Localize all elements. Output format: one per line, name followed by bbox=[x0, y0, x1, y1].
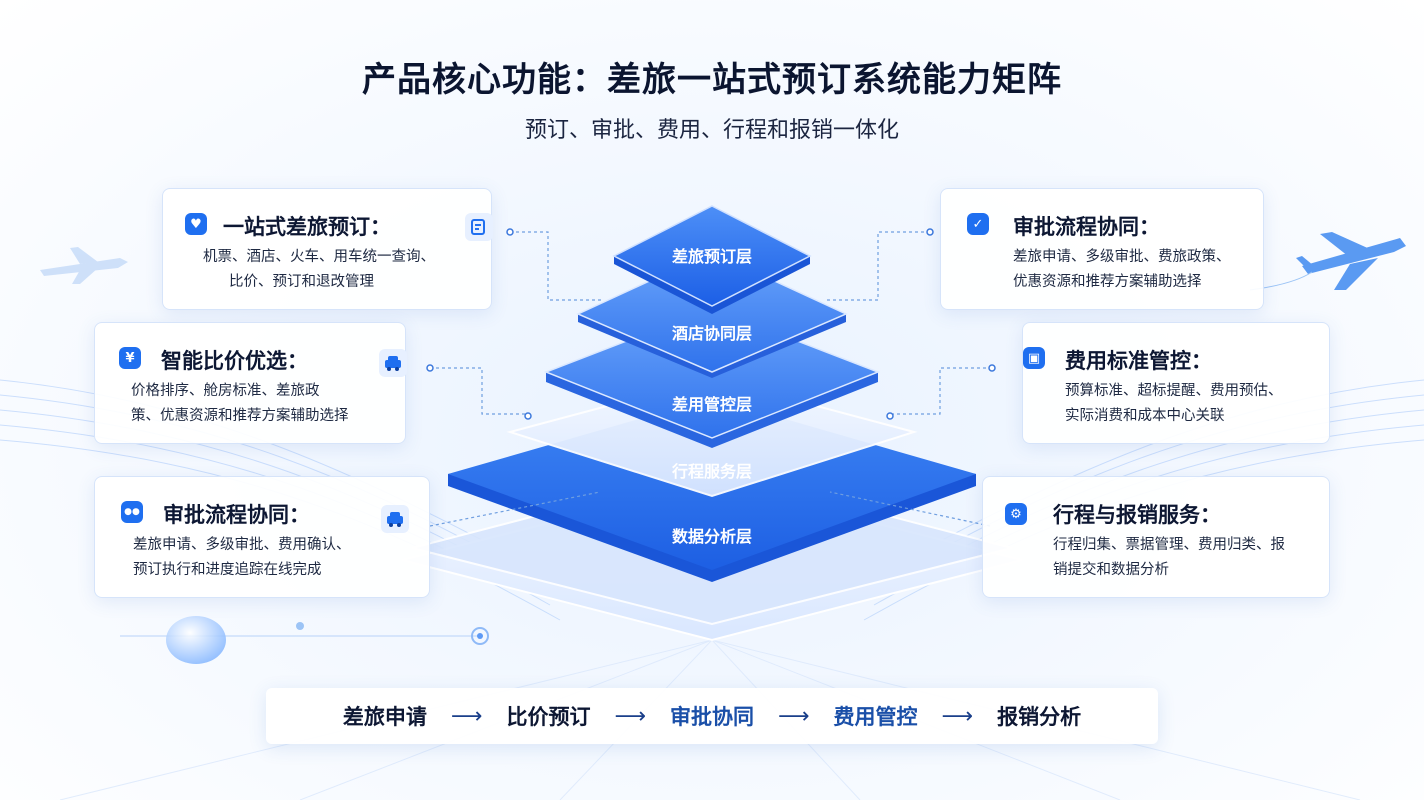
layer-label-3: 差用管控层 bbox=[672, 395, 752, 414]
arrow-right-icon: ⟶ bbox=[614, 703, 646, 729]
airplane-right-icon bbox=[1296, 232, 1406, 290]
layer-label-5: 数据分析层 bbox=[672, 527, 752, 546]
card-title: 费用标准管控： bbox=[1065, 349, 1212, 373]
clipboard-check-icon: ✓ bbox=[967, 213, 989, 235]
arrow-right-icon: ⟶ bbox=[450, 703, 483, 729]
card-title: 智能比价优选： bbox=[161, 349, 308, 373]
layer-label-4: 行程服务层 bbox=[671, 462, 752, 481]
flow-step-compare: 比价预订 bbox=[506, 705, 591, 729]
yuan-icon: ¥ bbox=[119, 347, 141, 369]
chat-icon: ●● bbox=[121, 501, 143, 523]
card-desc-line2: 销提交和数据分析 bbox=[1053, 562, 1169, 578]
page-subtitle: 预订、审批、费用、行程和报销一体化 bbox=[524, 118, 899, 143]
flow-step-approval: 审批协同 bbox=[670, 705, 754, 729]
wallet-icon: ▣ bbox=[1023, 347, 1045, 369]
card-title: 一站式差旅预订： bbox=[223, 215, 391, 239]
car-icon bbox=[379, 349, 407, 377]
gear-icon: ⚙ bbox=[1005, 503, 1027, 525]
card-desc-line1: 机票、酒店、火车、用车统一查询、 bbox=[203, 249, 435, 265]
card-approval-right: ✓ 审批流程协同： 差旅申请、多级审批、费旅政策、 优惠资源和推荐方案辅助选择 bbox=[940, 188, 1264, 310]
card-desc-line2: 预订执行和进度追踪在线完成 bbox=[133, 562, 322, 578]
card-expense-control: ▣ 费用标准管控： 预算标准、超标提醒、费用预估、 实际消费和成本中心关联 bbox=[1022, 322, 1330, 444]
card-desc-line2: 策、优惠资源和推荐方案辅助选择 bbox=[131, 408, 349, 424]
card-desc-line2: 比价、预订和退改管理 bbox=[229, 274, 374, 290]
layer-label-1: 差旅预订层 bbox=[672, 247, 752, 266]
card-title: 审批流程协同： bbox=[163, 503, 310, 527]
flow-step-reimburse: 报销分析 bbox=[997, 705, 1082, 729]
flow-step-expense: 费用管控 bbox=[833, 705, 918, 729]
card-desc-line2: 优惠资源和推荐方案辅助选择 bbox=[1013, 274, 1202, 290]
card-desc-line1: 行程归集、票据管理、费用归类、报 bbox=[1053, 537, 1285, 553]
card-desc-line1: 差旅申请、多级审批、费用确认、 bbox=[133, 537, 351, 553]
document-icon bbox=[465, 213, 493, 241]
card-title: 行程与报销服务： bbox=[1053, 503, 1221, 527]
card-desc-line1: 预算标准、超标提醒、费用预估、 bbox=[1065, 383, 1283, 399]
car-icon bbox=[381, 505, 409, 533]
card-smart-compare: ¥ 智能比价优选： 价格排序、舱房标准、差旅政 策、优惠资源和推荐方案辅助选择 bbox=[94, 322, 407, 444]
card-title: 审批流程协同： bbox=[1013, 215, 1160, 239]
card-one-stop-booking: ♥ 一站式差旅预订： 机票、酒店、火车、用车统一查询、 比价、预订和退改管理 bbox=[162, 188, 493, 310]
arrow-right-icon: ⟶ bbox=[778, 703, 810, 729]
card-desc-line2: 实际消费和成本中心关联 bbox=[1065, 408, 1225, 424]
arrow-right-icon: ⟶ bbox=[941, 703, 974, 729]
card-approval-left: ●● 审批流程协同： 差旅申请、多级审批、费用确认、 预订执行和进度追踪在线完成 bbox=[94, 476, 430, 598]
card-desc-line1: 差旅申请、多级审批、费旅政策、 bbox=[1013, 249, 1231, 265]
page-title: 产品核心功能：差旅一站式预订系统能力矩阵 bbox=[362, 60, 1062, 100]
shield-icon: ♥ bbox=[185, 213, 207, 235]
card-itinerary-reimburse: ⚙ 行程与报销服务： 行程归集、票据管理、费用归类、报 销提交和数据分析 bbox=[982, 476, 1330, 598]
card-desc-line1: 价格排序、舱房标准、差旅政 bbox=[131, 383, 320, 399]
flow-step-apply: 差旅申请 bbox=[342, 705, 427, 729]
airplane-left-icon bbox=[40, 247, 128, 284]
process-flow: 差旅申请 ⟶ 比价预订 ⟶ 审批协同 ⟶ 费用管控 ⟶ 报销分析 bbox=[266, 688, 1158, 744]
layer-label-2: 酒店协同层 bbox=[672, 324, 752, 343]
